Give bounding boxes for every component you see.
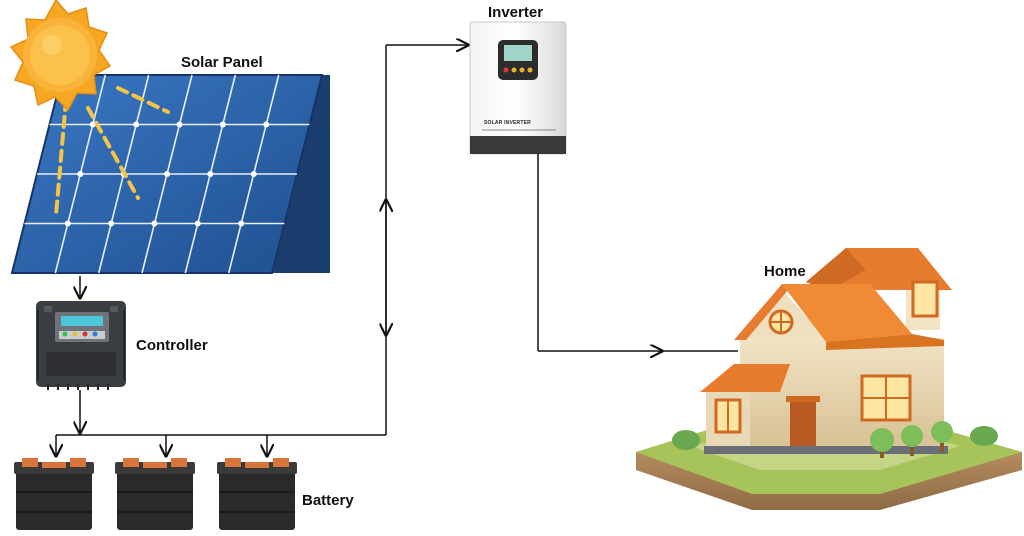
- battery-label: Battery: [302, 492, 354, 509]
- house-icon: [636, 248, 1022, 510]
- solar-panel-label: Solar Panel: [181, 54, 263, 71]
- solar-panel-icon: [10, 74, 330, 274]
- battery-icon: [14, 458, 94, 530]
- sun-ray-lines: [54, 86, 170, 217]
- wiring-lines: [56, 45, 738, 456]
- inverter-icon: [469, 21, 567, 155]
- sun-icon: [9, 0, 112, 112]
- home-label: Home: [764, 263, 806, 280]
- controller-label: Controller: [136, 337, 208, 354]
- battery-icon: [115, 458, 195, 530]
- inverter-device-text: SOLAR INVERTER: [484, 120, 531, 126]
- charge-controller-icon: [36, 301, 126, 390]
- inverter-label: Inverter: [488, 4, 544, 21]
- battery-icon: [217, 458, 297, 530]
